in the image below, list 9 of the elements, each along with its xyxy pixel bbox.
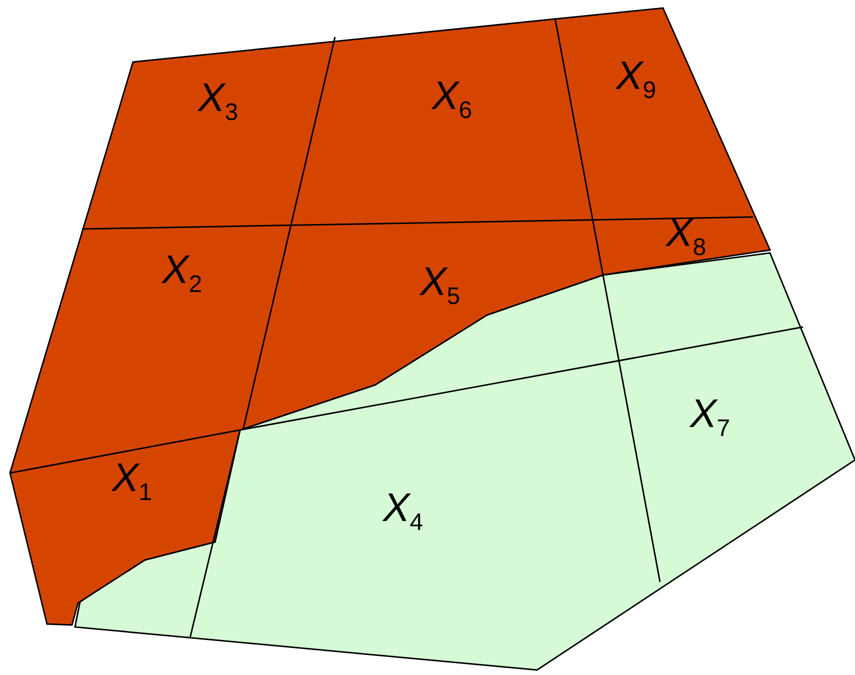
region-label: X$_{8}$ [666, 213, 706, 260]
region-label: X$_{6}$ [432, 76, 472, 123]
region-label: X$_{5}$ [420, 262, 460, 309]
region-label: X$_{9}$ [616, 56, 656, 103]
region-label: X$_{7}$ [690, 394, 730, 441]
region-label: X$_{1}$ [112, 458, 152, 505]
region-label: X$_{2}$ [162, 250, 202, 297]
region-label: X$_{3}$ [198, 78, 238, 125]
region-label: X$_{4}$ [383, 488, 424, 535]
